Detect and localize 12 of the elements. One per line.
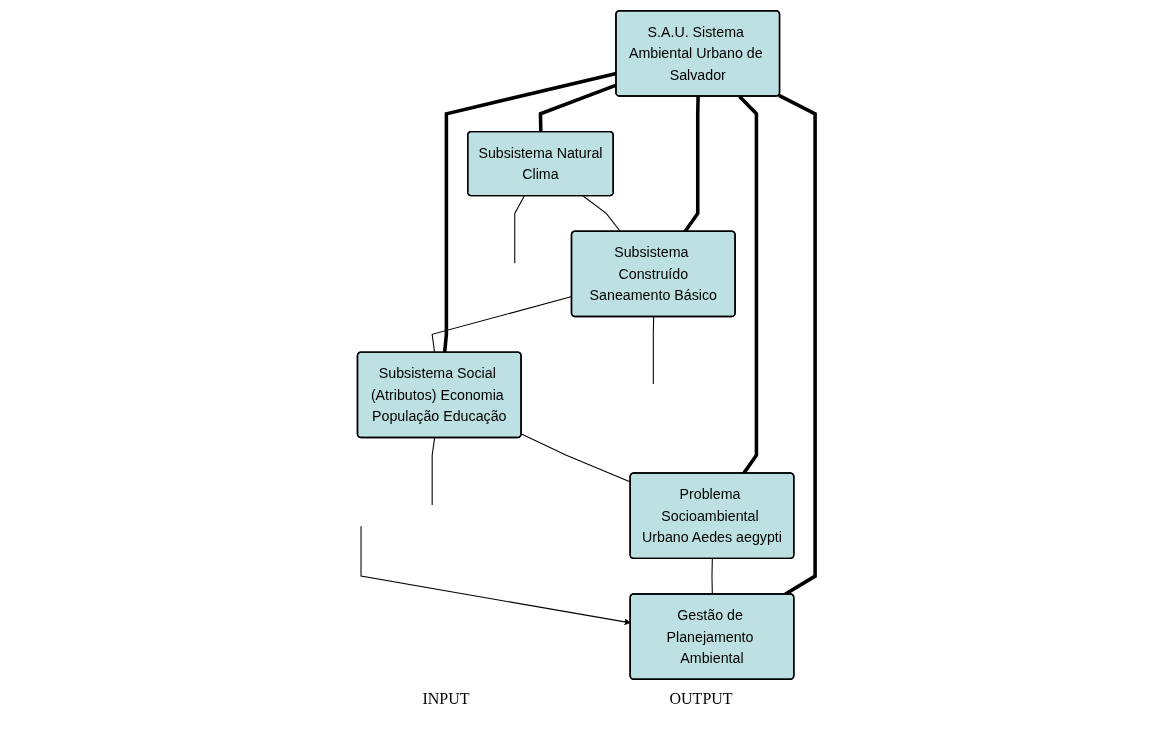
connector — [778, 93, 817, 596]
arrow — [360, 525, 631, 625]
note-label: INPUT — [422, 690, 470, 708]
connector — [514, 195, 525, 264]
connector — [711, 558, 713, 595]
connector — [442, 71, 617, 353]
connector — [431, 437, 436, 506]
connector — [738, 95, 759, 475]
connector — [683, 96, 700, 233]
connector — [582, 195, 622, 233]
note-label: OUTPUT — [669, 690, 733, 708]
connector — [652, 316, 655, 385]
